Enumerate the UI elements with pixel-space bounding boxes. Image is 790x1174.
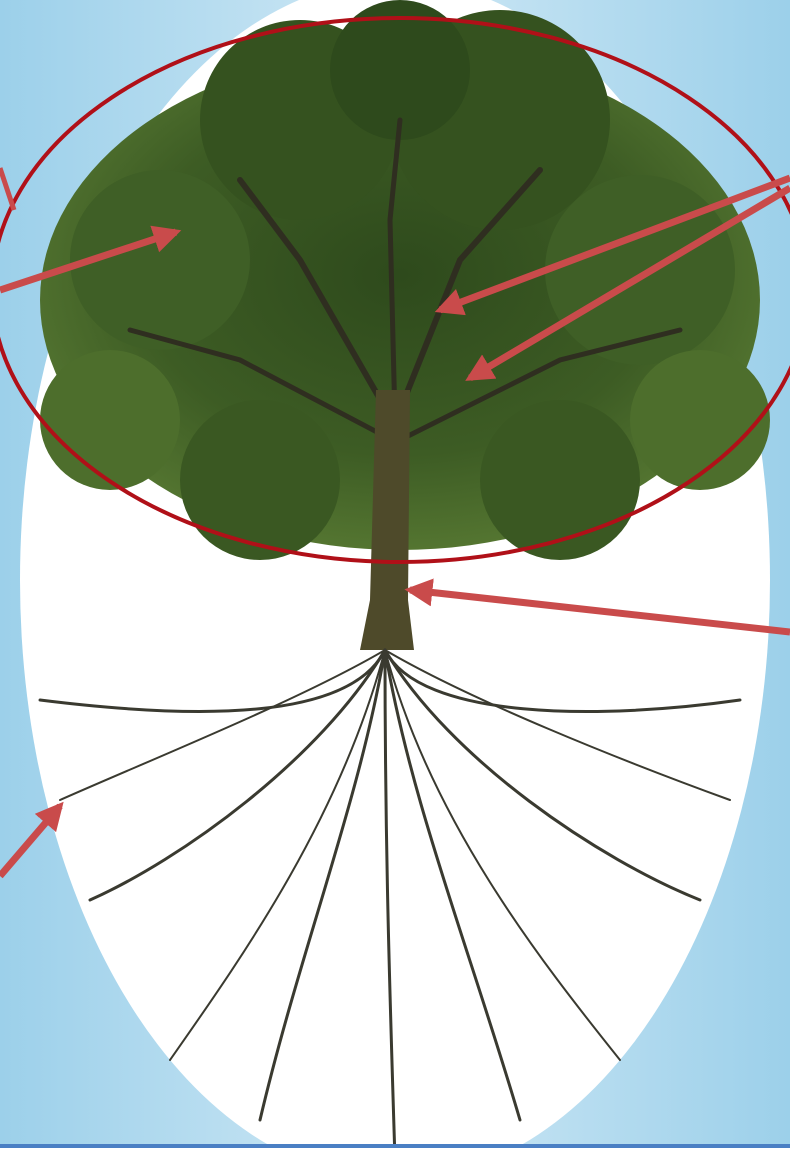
- bottom-strip: [0, 1148, 790, 1174]
